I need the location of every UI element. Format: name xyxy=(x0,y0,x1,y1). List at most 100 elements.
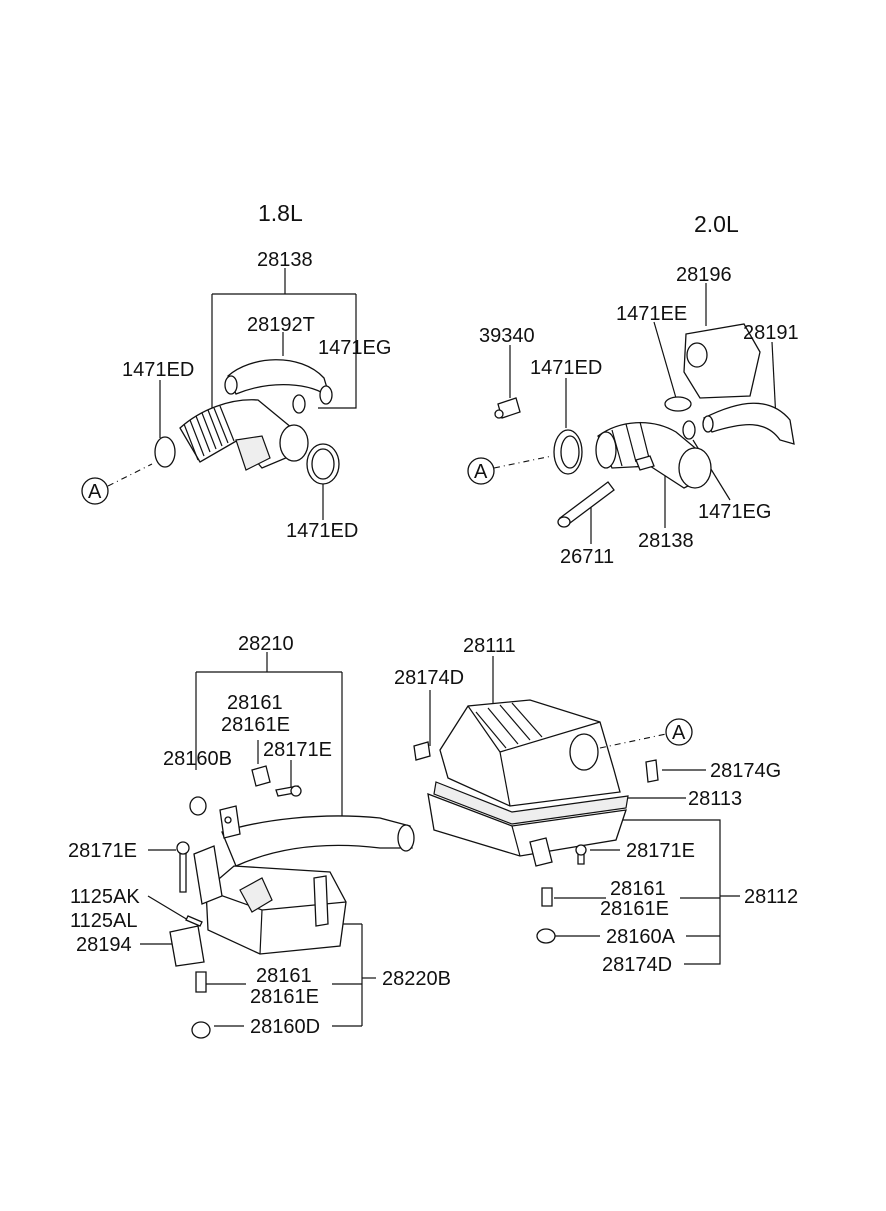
clamp-1471ED-right-inner xyxy=(560,435,580,469)
label-28138-left: 28138 xyxy=(257,249,313,271)
ref-marker-a-right xyxy=(467,457,495,485)
label-1471EG-right: 1471EG xyxy=(698,501,771,523)
label-28160A: 28160A xyxy=(606,926,676,948)
label-1471ED-right: 1471ED xyxy=(530,357,602,379)
cover-outlet xyxy=(569,733,599,771)
cover-edges xyxy=(467,705,601,807)
tube-28191-end xyxy=(702,415,714,433)
sensor-39340-plug xyxy=(494,409,504,419)
clamp-1471ED-left-b-inner xyxy=(311,448,335,480)
label-28160B: 28160B xyxy=(163,748,232,770)
ref-line-a-left xyxy=(107,463,153,487)
duct-resonator-group: 28210 28161 28161E 28160B 28171E 28171E … xyxy=(68,633,451,1039)
resonator-box-28220B xyxy=(205,865,347,955)
pin-28161-upper xyxy=(251,765,271,787)
grommet-28160B xyxy=(189,796,207,816)
bracket-28112 xyxy=(620,819,740,965)
clip-28174G xyxy=(645,759,659,783)
resonator-mount-bracket xyxy=(193,845,223,905)
small-hose-end-2 xyxy=(319,385,333,405)
breather-hose-end xyxy=(557,516,571,528)
air-cleaner-group: A 28111 28174D 28174G 28113 28171E 28161… xyxy=(394,635,798,976)
intake-hose-1-8l-group: A 28138 28192T 1471EG 1471ED 1471ED xyxy=(81,249,391,542)
cover-ribs xyxy=(475,702,543,749)
intake-duct xyxy=(221,815,413,867)
label-28192T: 28192T xyxy=(247,314,315,336)
hose-box-mount xyxy=(235,435,271,471)
label-28171E-right: 28171E xyxy=(626,840,695,862)
label-1125AK: 1125AK xyxy=(70,886,140,908)
leader-1471EE xyxy=(653,321,677,399)
bracket-28138-left xyxy=(211,268,357,440)
filter-element-28113 xyxy=(433,781,629,825)
label-28171E-upper: 28171E xyxy=(263,739,332,761)
hose-ribs-right xyxy=(611,421,651,467)
label-1471EG-left: 1471EG xyxy=(318,337,391,359)
case-mount-tab xyxy=(529,837,553,867)
resonator-28196 xyxy=(683,323,761,399)
resonator-neck xyxy=(686,342,708,368)
hose-outlet-right xyxy=(678,447,712,489)
ref-marker-a-right-text: A xyxy=(474,461,488,483)
label-28160D: 28160D xyxy=(250,1016,320,1038)
ref-marker-a-lower xyxy=(665,718,693,746)
clamp-1471ED-left-a xyxy=(154,436,176,468)
label-1471EE: 1471EE xyxy=(616,303,687,325)
label-28174G: 28174G xyxy=(710,760,781,782)
pin-28161-lower xyxy=(195,971,207,993)
label-28113: 28113 xyxy=(688,788,742,810)
clamp-1471EG-left xyxy=(292,394,306,414)
label-28174D-upper: 28174D xyxy=(394,667,464,689)
ref-line-a-lower xyxy=(599,733,667,749)
bracket-28210 xyxy=(195,652,343,818)
section-title-1-8l: 1.8L xyxy=(258,200,303,226)
leader-1125AK xyxy=(147,895,189,921)
intake-duct-end xyxy=(397,824,415,852)
label-39340: 39340 xyxy=(479,325,535,347)
label-1125AL: 1125AL xyxy=(70,910,137,932)
label-28161-lower: 28161 xyxy=(256,965,312,987)
bolt-28171E-lower-head xyxy=(176,841,190,855)
small-hose-end xyxy=(224,375,238,395)
label-28138-right: 28138 xyxy=(638,530,694,552)
grommet-28160D xyxy=(191,1021,211,1039)
label-28161E-right: 28161E xyxy=(600,898,669,920)
ref-marker-a-lower-text: A xyxy=(672,722,686,744)
label-28196: 28196 xyxy=(676,264,732,286)
label-28220B: 28220B xyxy=(382,968,451,990)
leader-28191 xyxy=(771,341,777,421)
ref-marker-a-left-text: A xyxy=(88,481,102,503)
label-28111: 28111 xyxy=(463,635,516,657)
label-1471ED-left-a: 1471ED xyxy=(122,359,194,381)
small-hose-28192T xyxy=(227,359,332,401)
label-26711: 26711 xyxy=(560,546,614,568)
duct-bracket-hole xyxy=(224,816,232,824)
resonator-box-inlet xyxy=(239,877,273,913)
bolt-28171E-right-head xyxy=(575,844,587,856)
label-28161-upper: 28161 xyxy=(227,692,283,714)
ref-line-a-right xyxy=(493,455,553,469)
label-1471ED-left-b: 1471ED xyxy=(286,520,358,542)
label-28194: 28194 xyxy=(76,934,132,956)
tube-28191 xyxy=(703,402,795,445)
resonator-box-tab xyxy=(313,875,329,927)
case-edge xyxy=(511,825,521,857)
label-28210: 28210 xyxy=(238,633,294,655)
hose-inlet-right xyxy=(595,431,617,469)
hose-outlet-ring xyxy=(279,424,309,462)
label-28174D-lower: 28174D xyxy=(602,954,672,976)
section-title-2-0l: 2.0L xyxy=(694,211,739,237)
bracket-28220B xyxy=(200,923,363,1027)
bolt-1125AK xyxy=(185,915,203,927)
ref-marker-a-left xyxy=(81,477,109,505)
label-28191: 28191 xyxy=(743,322,799,344)
label-28171E-lower: 28171E xyxy=(68,840,137,862)
label-28161E-lower: 28161E xyxy=(250,986,319,1008)
label-28161-right: 28161 xyxy=(610,878,666,900)
bolt-28171E-upper-head xyxy=(290,785,302,797)
clamp-1471EG-right xyxy=(682,420,696,440)
clamp-1471EE xyxy=(664,396,692,412)
bracket-28194 xyxy=(169,925,205,967)
